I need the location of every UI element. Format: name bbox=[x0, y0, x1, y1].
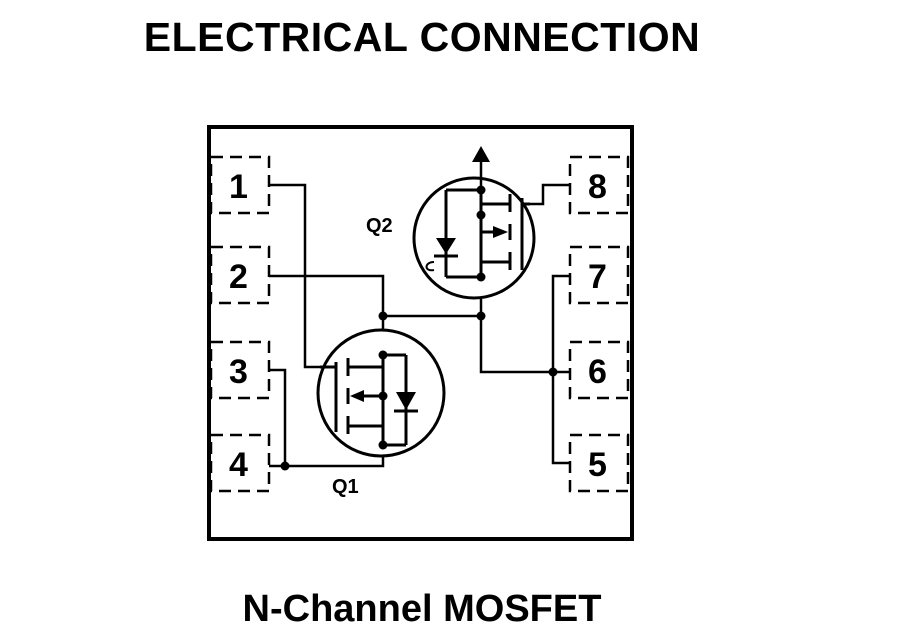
pin-box-3 bbox=[209, 340, 271, 400]
pin-8-label: 8 bbox=[588, 168, 607, 206]
pin-box-2 bbox=[209, 245, 271, 305]
pin-3-label: 3 bbox=[229, 353, 248, 391]
pin-box-4 bbox=[209, 433, 271, 493]
pin-box-6 bbox=[568, 340, 630, 400]
pin-5-label: 5 bbox=[588, 446, 607, 484]
q1-label: Q1 bbox=[332, 476, 359, 498]
q2-label: Q2 bbox=[366, 215, 393, 237]
pin-box-8 bbox=[568, 155, 630, 215]
junction-dots bbox=[280, 311, 558, 471]
diagram-subtitle: N-Channel MOSFET bbox=[242, 588, 602, 630]
pin-1-label: 1 bbox=[229, 168, 248, 206]
pin-7-label: 7 bbox=[588, 258, 607, 296]
pin-box-7 bbox=[568, 245, 630, 305]
diagram-title: ELECTRICAL CONNECTION bbox=[143, 14, 701, 60]
pin-box-1 bbox=[209, 155, 271, 215]
mosfet-q2 bbox=[412, 146, 536, 300]
package-outline bbox=[207, 125, 634, 541]
pin-6-label: 6 bbox=[588, 353, 607, 391]
pin-4-label: 4 bbox=[229, 446, 248, 484]
mosfet-q1 bbox=[316, 328, 446, 458]
pin-2-label: 2 bbox=[229, 258, 248, 296]
